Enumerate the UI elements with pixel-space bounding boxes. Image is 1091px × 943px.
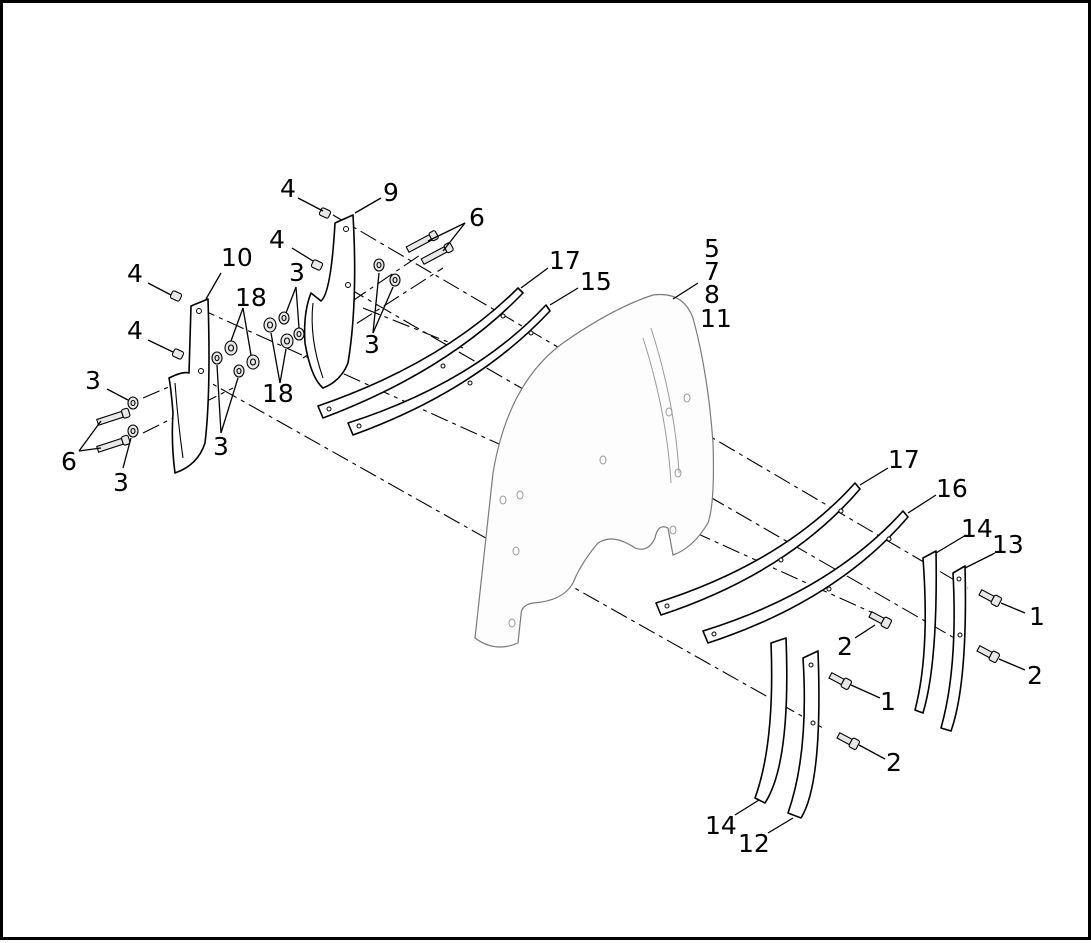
callout-18: 18 [262,379,294,408]
exploded-parts-diagram: 4 9 6 4 3 10 4 18 4 3 3 18 3 6 3 17 15 5… [61,174,1045,858]
upper-left-bracket [168,298,210,474]
callout-3: 3 [113,468,129,497]
callout-18: 18 [235,283,267,312]
acorn-nuts [169,207,332,360]
callout-2: 2 [837,632,853,661]
callout-10: 10 [221,243,253,272]
trim-strip-13 [940,565,967,732]
callout-2: 2 [886,748,902,777]
callout-15: 15 [580,267,612,296]
short-screws [828,588,1003,750]
callout-3: 3 [213,432,229,461]
callout-5: 5 [704,234,720,263]
leader-lines [78,197,1026,834]
callout-9: 9 [383,178,399,207]
callout-1: 1 [1029,602,1045,631]
callout-3: 3 [289,258,305,287]
mounting-strip-17-lower [655,482,861,616]
trim-strip-14-upper [914,550,938,714]
callout-4: 4 [127,259,143,288]
mounting-strip-15 [347,304,551,436]
callout-6: 6 [61,447,77,476]
callout-3: 3 [85,366,101,395]
callout-8: 8 [704,280,720,309]
callout-1: 1 [880,687,896,716]
long-screws [96,230,454,453]
callout-12: 12 [738,829,770,858]
callout-17: 17 [549,246,581,275]
callout-7: 7 [704,257,720,286]
washers [127,258,401,438]
callout-6: 6 [469,203,485,232]
callout-14: 14 [705,811,737,840]
grommets [224,317,294,370]
mounting-strip-17-upper [317,287,524,419]
trim-strip-14-lower [754,637,788,804]
callout-4: 4 [269,225,285,254]
callout-4: 4 [280,174,296,203]
upper-right-bracket [303,214,356,389]
windshield [474,293,715,648]
mounting-strip-16 [702,510,909,644]
callout-11: 11 [700,304,732,333]
callout-4: 4 [127,316,143,345]
trim-strip-12 [787,650,820,819]
callout-2: 2 [1027,661,1043,690]
callout-3: 3 [364,330,380,359]
callout-14: 14 [961,514,993,543]
callout-13: 13 [992,530,1024,559]
callout-16: 16 [936,474,968,503]
callout-labels: 4 9 6 4 3 10 4 18 4 3 3 18 3 6 3 17 15 5… [61,174,1045,858]
callout-17: 17 [888,445,920,474]
